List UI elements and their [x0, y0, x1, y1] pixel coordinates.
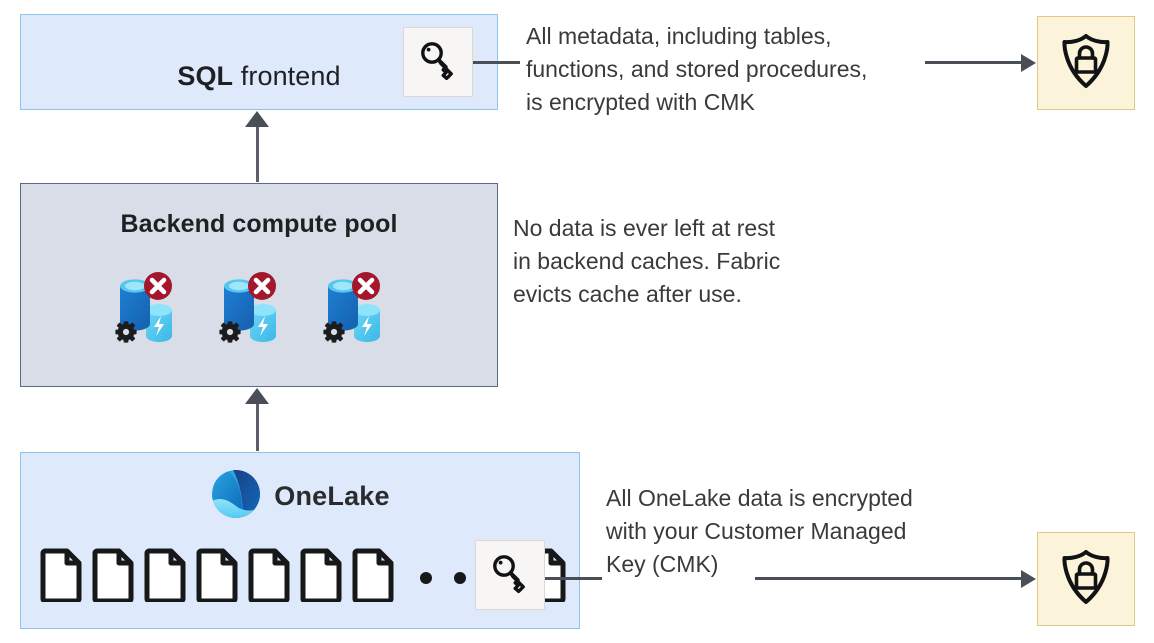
key-icon [415, 37, 461, 88]
onelake-header: OneLake [20, 468, 580, 525]
compute-node-row [110, 264, 396, 352]
sql-frontend-title-rest: frontend [233, 61, 341, 91]
connector-sql-key-left [473, 61, 520, 64]
arrow-onelake-to-backend [245, 388, 269, 404]
document-icon [248, 548, 292, 607]
document-icon [144, 548, 188, 607]
shield-lock-icon [1058, 548, 1114, 611]
database-disabled-icon [219, 272, 276, 343]
ellipsis-dot [454, 571, 466, 584]
document-icon [92, 548, 136, 607]
document-icon [352, 548, 396, 607]
compute-node [110, 264, 188, 352]
annotation-cache: No data is ever left at rest in backend … [513, 215, 781, 307]
onelake-logo-icon [210, 468, 262, 525]
shield-lock-icon [1058, 32, 1114, 95]
document-icon [300, 548, 344, 607]
document-icon [196, 548, 240, 607]
connector-onelake-to-backend [256, 403, 259, 451]
compute-node [318, 264, 396, 352]
ellipsis-dot [420, 571, 432, 584]
shield-tile-top [1037, 16, 1135, 110]
arrow-to-top-shield [1021, 54, 1036, 72]
sql-frontend-title: SQL frontend [21, 61, 497, 92]
document-icon [40, 548, 84, 607]
connector-backend-to-sql [256, 126, 259, 182]
annotation-metadata: All metadata, including tables, function… [526, 23, 868, 115]
compute-node [214, 264, 292, 352]
key-icon [487, 550, 533, 601]
arrow-backend-to-sql [245, 111, 269, 127]
sql-frontend-title-bold: SQL [177, 61, 234, 91]
connector-lake-key-right [755, 577, 1022, 580]
database-disabled-icon [323, 272, 380, 343]
database-disabled-icon [115, 272, 172, 343]
backend-compute-pool-title: Backend compute pool [120, 210, 398, 238]
arrow-to-bottom-shield [1021, 570, 1036, 588]
sql-key-tile [403, 27, 473, 97]
onelake-key-tile [475, 540, 545, 610]
shield-tile-bottom [1037, 532, 1135, 626]
annotation-cmk: All OneLake data is encrypted with your … [606, 485, 913, 577]
connector-sql-key-right [925, 61, 1022, 64]
onelake-title: OneLake [274, 481, 390, 511]
connector-lake-key-left [545, 577, 602, 580]
